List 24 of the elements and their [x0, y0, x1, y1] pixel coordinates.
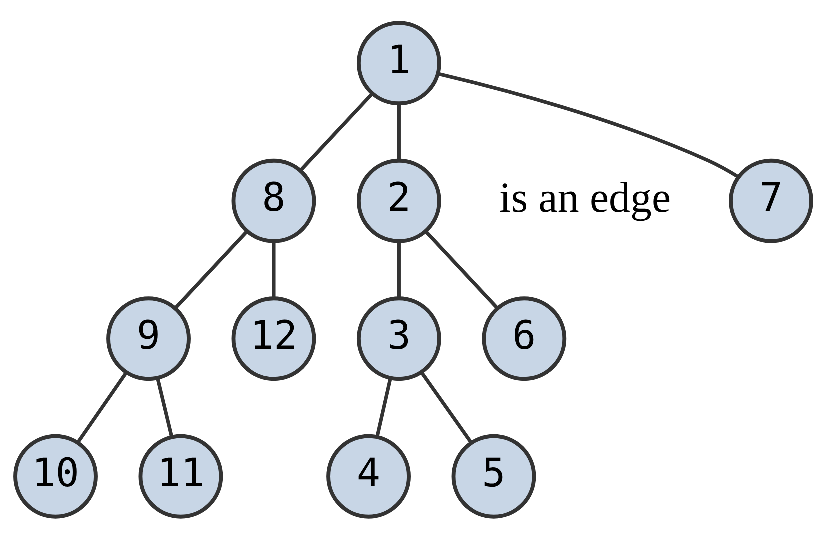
connector [156, 378, 174, 438]
node-circle: 8 [232, 158, 316, 244]
node-circle: 11 [138, 434, 224, 519]
node-circle: 6 [482, 296, 567, 382]
node-circle: 1 [356, 21, 442, 106]
node-circle: 2 [356, 158, 442, 244]
connector [397, 242, 401, 298]
node-circle: 9 [106, 296, 191, 382]
connector [272, 242, 276, 298]
connector [438, 72, 740, 179]
node-circle: 5 [452, 434, 536, 519]
node-circle: 12 [232, 296, 316, 382]
connector [174, 230, 248, 310]
connector [397, 104, 401, 161]
connector [299, 93, 374, 172]
node-circle: 3 [356, 296, 442, 382]
connector [420, 371, 473, 444]
node-circle: 4 [326, 434, 411, 519]
label: is an edge [499, 175, 671, 222]
connector [76, 372, 128, 444]
node-circle: 10 [14, 434, 98, 519]
connector [425, 230, 500, 310]
connector [376, 378, 392, 438]
node-circle: 7 [729, 158, 814, 244]
